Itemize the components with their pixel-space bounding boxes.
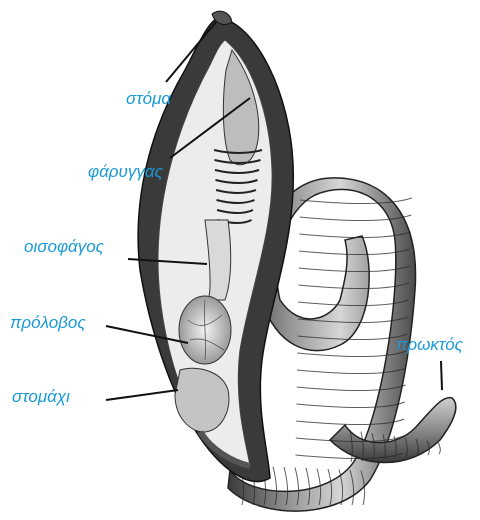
label-stomach: στομάχι — [12, 388, 70, 405]
label-crop: πρόλοβος — [10, 314, 86, 331]
gizzard — [175, 368, 229, 432]
label-pharynx: φάρυγγας — [88, 163, 163, 180]
label-anus: πρωκτός — [396, 336, 463, 353]
leader-stomach — [106, 390, 178, 400]
label-esophagus: οισοφάγος — [24, 238, 104, 255]
segment-ring — [300, 198, 412, 204]
label-mouth: στόμα — [126, 90, 171, 107]
leader-anus — [441, 361, 442, 390]
segment-ring — [438, 442, 440, 454]
